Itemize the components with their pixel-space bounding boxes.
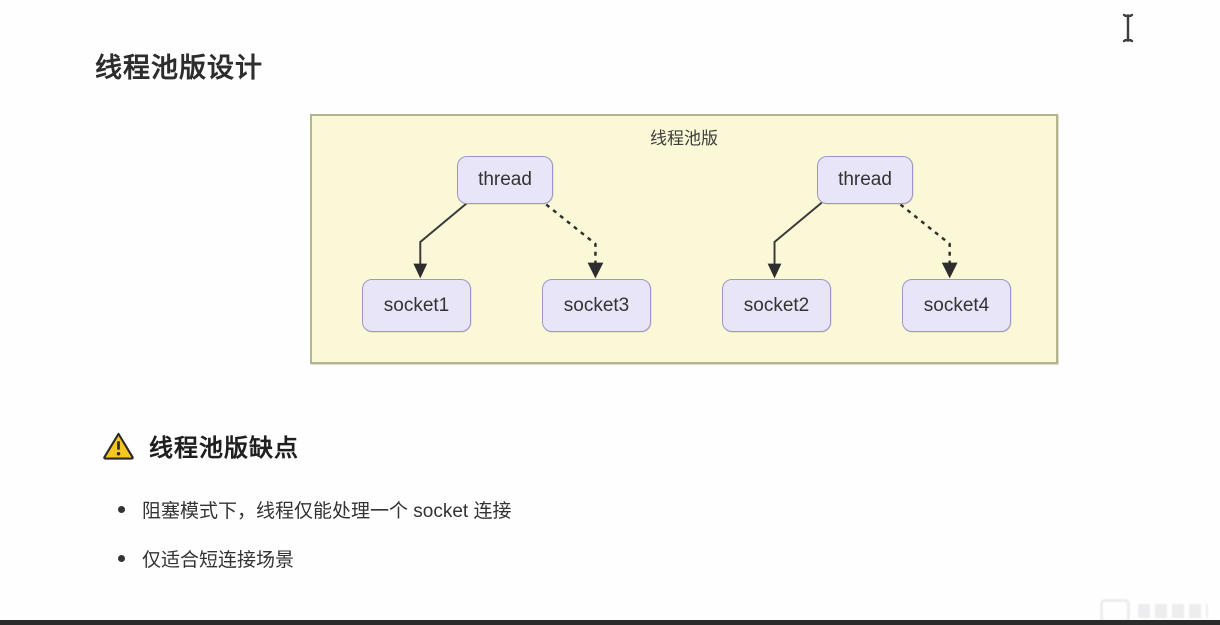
warning-triangle-icon bbox=[103, 432, 134, 460]
thread-pool-diagram: 线程池版 thread thread socket1 socket3 socke… bbox=[310, 114, 1058, 364]
node-socket4: socket4 bbox=[902, 279, 1011, 332]
diagram-title: 线程池版 bbox=[650, 129, 718, 148]
arrowhead-socket3 bbox=[587, 262, 604, 279]
list-item-text: 仅适合短连接场景 bbox=[142, 550, 295, 571]
diagram-edges bbox=[413, 201, 958, 279]
node-thread-right: thread bbox=[817, 156, 913, 204]
arrowhead-socket4 bbox=[941, 262, 958, 279]
edge-thread1-socket3 bbox=[545, 203, 597, 265]
text-ibeam-cursor bbox=[1122, 13, 1134, 43]
node-socket3: socket3 bbox=[542, 279, 651, 332]
watermark-text bbox=[1138, 604, 1208, 618]
page-title: 线程池版设计 bbox=[95, 53, 263, 84]
arrowhead-socket1 bbox=[413, 263, 428, 279]
drawbacks-heading: 线程池版缺点 bbox=[102, 428, 299, 463]
node-socket2: socket2 bbox=[722, 279, 831, 332]
list-item: 仅适合短连接场景 bbox=[118, 545, 294, 572]
list-item: 阻塞模式下，线程仅能处理一个 socket 连接 bbox=[118, 496, 511, 523]
node-socket1: socket1 bbox=[362, 279, 471, 332]
bullet-dot bbox=[118, 506, 125, 513]
edge-thread2-socket4 bbox=[899, 203, 951, 265]
drawbacks-title: 线程池版缺点 bbox=[149, 435, 299, 462]
bullet-dot bbox=[118, 555, 125, 562]
edge-thread1-socket1 bbox=[419, 201, 469, 267]
bottom-bar bbox=[0, 620, 1220, 625]
node-thread-left: thread bbox=[457, 156, 553, 204]
list-item-text: 阻塞模式下，线程仅能处理一个 socket 连接 bbox=[142, 501, 512, 522]
edge-thread2-socket2 bbox=[773, 201, 823, 267]
arrowhead-socket2 bbox=[767, 263, 782, 279]
